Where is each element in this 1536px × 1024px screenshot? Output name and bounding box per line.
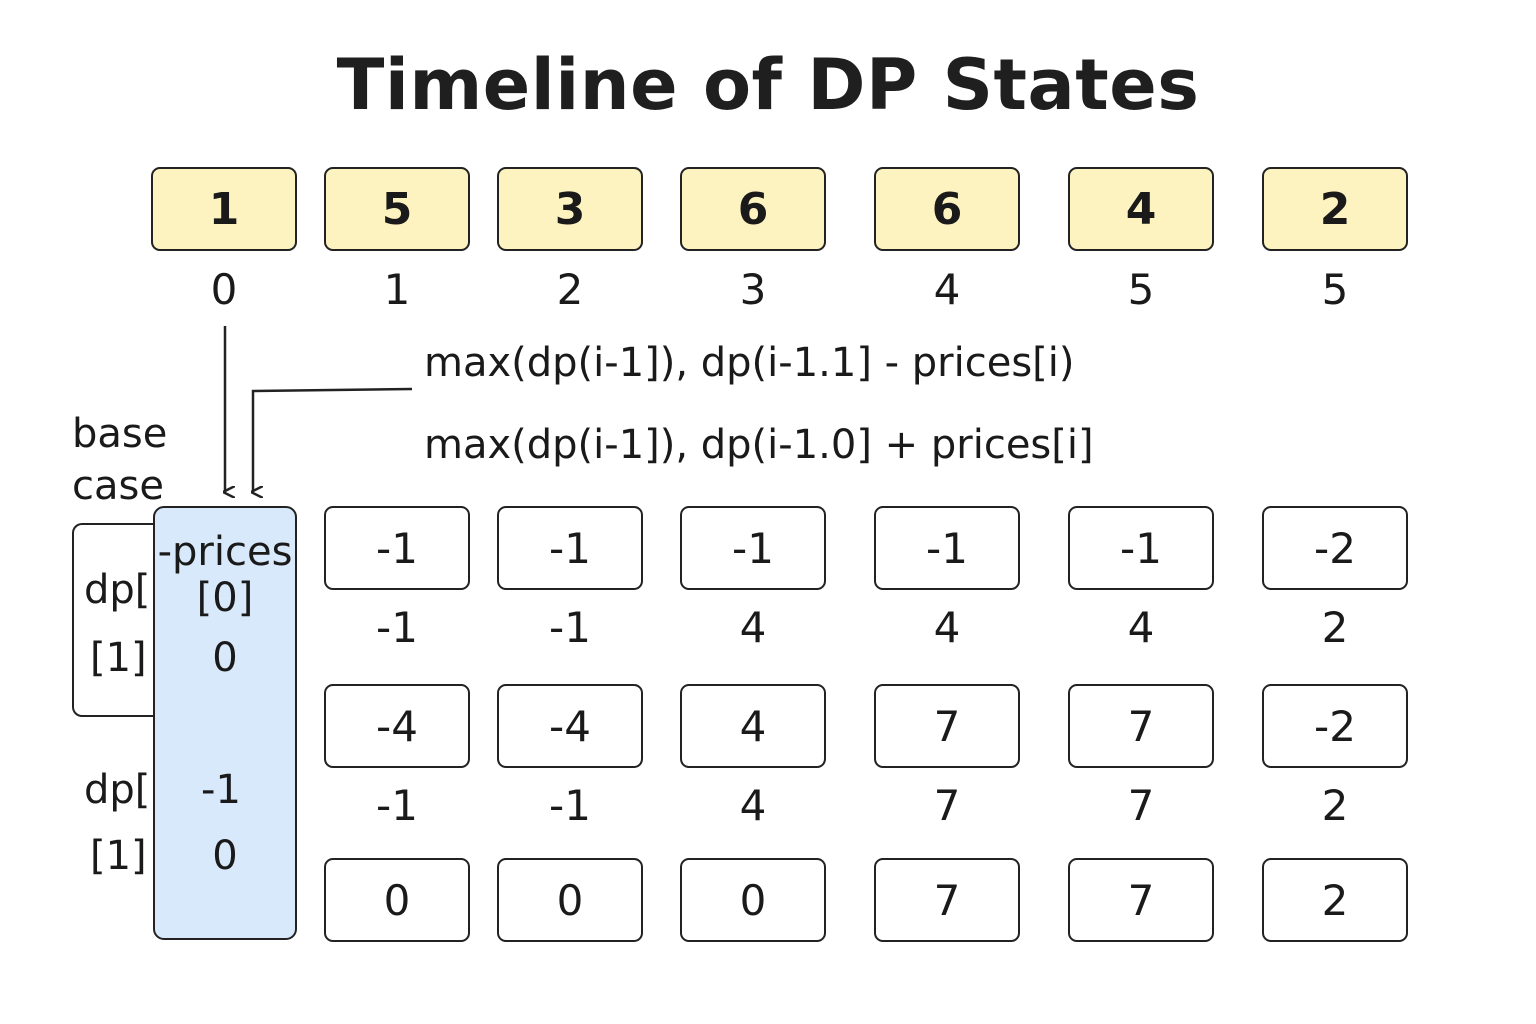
base-case-column: [153, 506, 297, 940]
page-title: Timeline of DP States: [336, 44, 1200, 126]
dp-value: 7: [1127, 781, 1155, 830]
dp-cell: -1: [874, 506, 1020, 590]
index-label: 0: [210, 265, 238, 314]
index-label: 5: [1127, 265, 1155, 314]
base-column-value: 0: [212, 635, 238, 681]
dp-cell: -1: [680, 506, 826, 590]
base-case-label-line1: base: [72, 411, 168, 457]
dp-bracket: [72, 523, 172, 717]
dp-value: -1: [376, 781, 418, 830]
dp-value: 4: [739, 603, 767, 652]
dp-value: 2: [1321, 603, 1349, 652]
dp-label-line1: dp[: [84, 767, 151, 813]
index-label: 3: [739, 265, 767, 314]
arrow-from-formula: [253, 387, 413, 492]
dp-cell: 7: [1068, 684, 1214, 768]
price-box: 1: [151, 167, 297, 251]
sell-formula: max(dp(i-1]), dp(i-1.0] + prices[i]: [424, 422, 1094, 468]
dp-value: 7: [933, 781, 961, 830]
dp-value: 4: [1127, 603, 1155, 652]
dp-value: 2: [1321, 781, 1349, 830]
dp-cell: -1: [1068, 506, 1214, 590]
dp-label-line2: [1]: [90, 635, 147, 681]
price-box: 4: [1068, 167, 1214, 251]
price-box: 2: [1262, 167, 1408, 251]
index-label: 4: [933, 265, 961, 314]
dp-value: -1: [549, 781, 591, 830]
index-label: 5: [1321, 265, 1349, 314]
dp-cell: 2: [1262, 858, 1408, 942]
dp-cell: 7: [1068, 858, 1214, 942]
index-label: 2: [556, 265, 584, 314]
dp-cell: 0: [497, 858, 643, 942]
price-box: 6: [680, 167, 826, 251]
price-box: 5: [324, 167, 470, 251]
dp-cell: -1: [497, 506, 643, 590]
base-column-line2: [0]: [196, 575, 254, 621]
dp-cell: -2: [1262, 684, 1408, 768]
dp-cell: 0: [680, 858, 826, 942]
dp-cell: 0: [324, 858, 470, 942]
dp-label-line1: dp[: [84, 567, 151, 613]
dp-cell: 7: [874, 684, 1020, 768]
base-case-label-line2: case: [72, 463, 164, 509]
base-column-value: 0: [212, 833, 238, 879]
index-label: 1: [383, 265, 411, 314]
dp-cell: -4: [497, 684, 643, 768]
base-column-value: -1: [201, 767, 241, 813]
price-box: 6: [874, 167, 1020, 251]
base-column-line1: -prices: [157, 529, 293, 575]
dp-cell: 4: [680, 684, 826, 768]
dp-cell: -2: [1262, 506, 1408, 590]
dp-cell: -1: [324, 506, 470, 590]
hold-formula: max(dp(i-1]), dp(i-1.1] - prices[i): [424, 340, 1075, 386]
dp-value: 4: [933, 603, 961, 652]
dp-value: -1: [376, 603, 418, 652]
dp-label-line2: [1]: [90, 833, 147, 879]
dp-value: -1: [549, 603, 591, 652]
price-box: 3: [497, 167, 643, 251]
dp-value: 4: [739, 781, 767, 830]
dp-cell: 7: [874, 858, 1020, 942]
dp-cell: -4: [324, 684, 470, 768]
